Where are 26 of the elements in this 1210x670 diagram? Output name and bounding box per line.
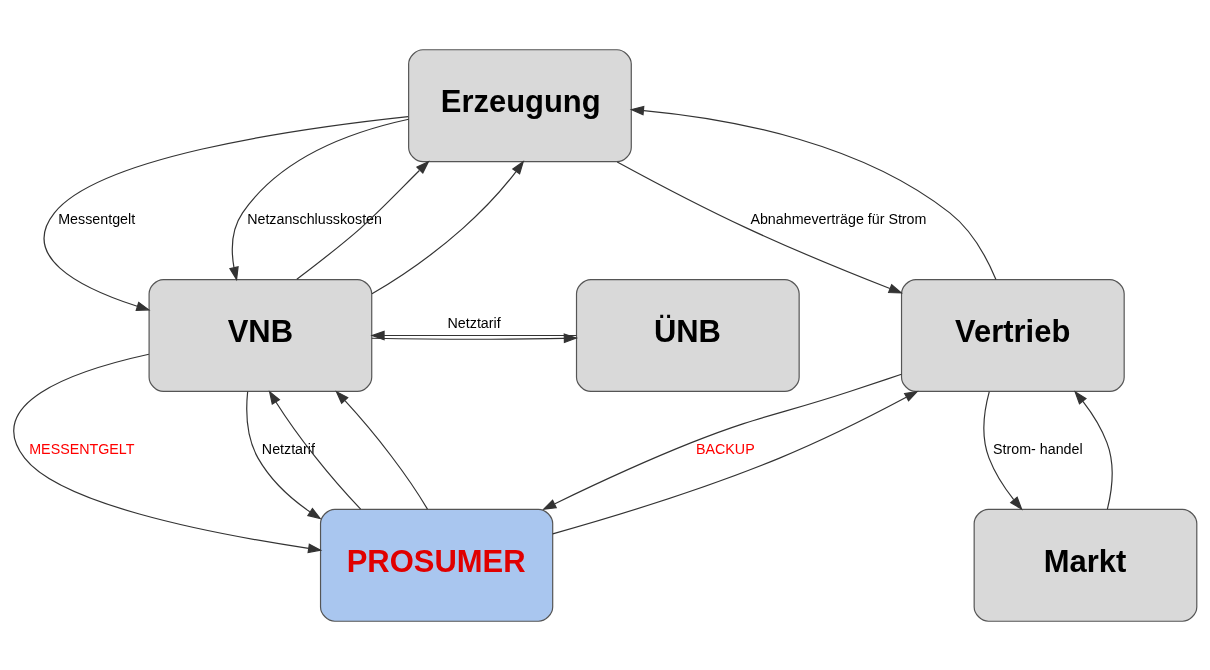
arrow — [268, 389, 362, 510]
arrow — [13, 353, 323, 553]
arrow — [629, 105, 997, 280]
arrow — [296, 159, 430, 280]
node-box: Markt — [973, 508, 1198, 622]
arrow — [1074, 390, 1113, 510]
edge-label: Abnahmeverträge für Strom — [750, 210, 927, 227]
edge-label: Netztarif — [447, 314, 501, 331]
arrow — [552, 390, 919, 534]
arrow — [246, 390, 322, 519]
edge-label: MESSENTGELT — [29, 440, 135, 457]
node-box: ÜNB — [575, 278, 800, 392]
arrow — [616, 160, 903, 294]
arrow — [43, 115, 409, 311]
node-box: PROSUMER — [319, 508, 554, 622]
node-box: Erzeugung — [408, 48, 632, 162]
node-box: Vertrieb — [900, 278, 1125, 392]
arrow — [335, 389, 429, 510]
edge-label: BACKUP — [696, 440, 755, 457]
arrow — [983, 390, 1023, 510]
node-box: VNB — [148, 278, 373, 392]
edge-label: Messentgelt — [58, 210, 136, 227]
edge-label: Strom- handel — [993, 440, 1083, 457]
arrow — [371, 159, 525, 294]
arrow — [542, 373, 903, 510]
arrow — [229, 118, 410, 281]
